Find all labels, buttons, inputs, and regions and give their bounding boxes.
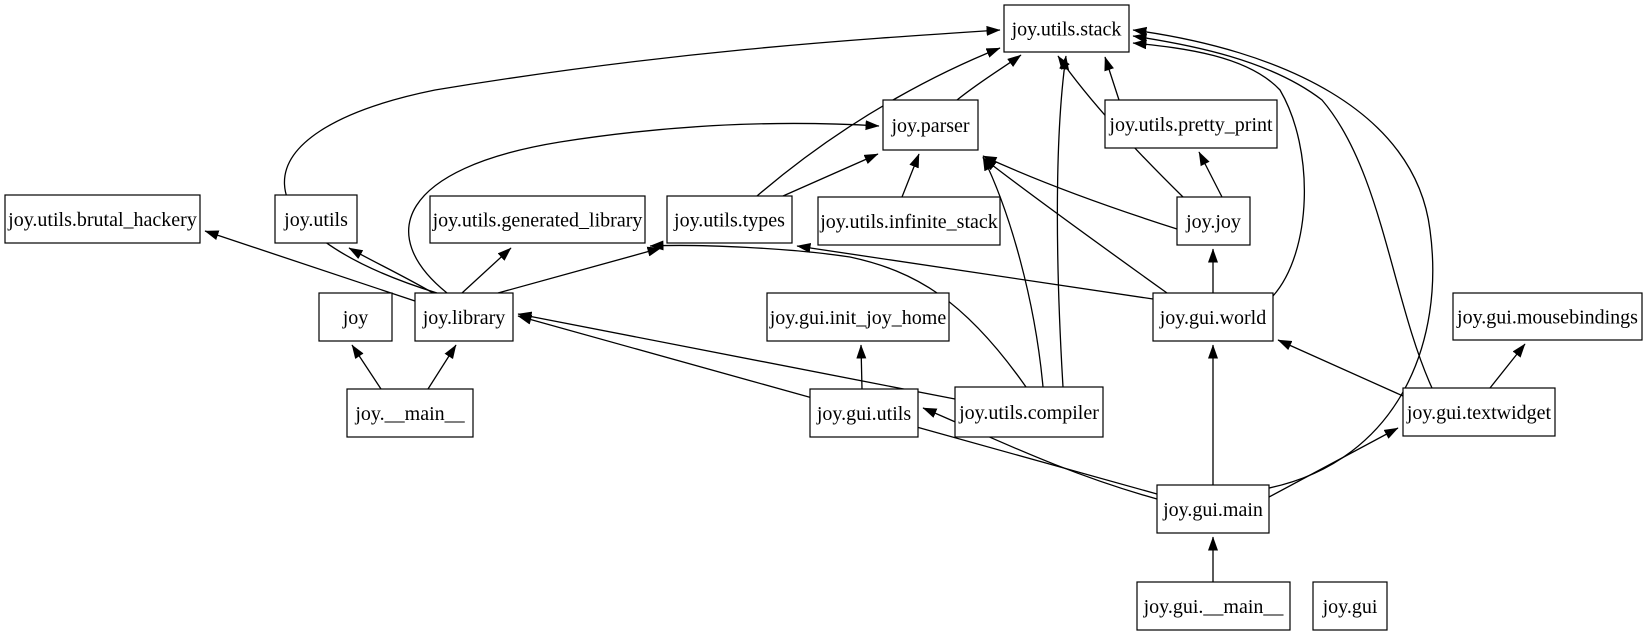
node-label-joy: joy — [342, 307, 369, 329]
node-joy-joy: joy.joy — [1176, 196, 1251, 246]
node-joy-gui-main-main: joy.gui.__main__ — [1136, 581, 1291, 631]
node-label-joy-utils: joy.utils — [283, 209, 348, 231]
node-box-joy-utils-generated-library — [429, 195, 646, 244]
node-label-joy-gui-world: joy.gui.world — [1159, 307, 1266, 329]
node-label-joy-parser: joy.parser — [890, 115, 969, 137]
edge-joy-gui-main-to-joy-gui-utils — [922, 407, 1158, 500]
edge-joy-main-to-joy — [351, 344, 382, 390]
node-box-joy-joy — [1176, 196, 1251, 246]
node-label-joy-utils-stack: joy.utils.stack — [1011, 19, 1122, 41]
edge-joy-library-to-joy-utils-generated-library — [461, 247, 512, 294]
node-label-joy-gui-main: joy.gui.main — [1162, 499, 1263, 521]
node-label-joy-utils-generated-library: joy.utils.generated_library — [432, 210, 643, 232]
node-joy-gui-main: joy.gui.main — [1156, 484, 1270, 534]
node-label-joy-gui-mousebindings: joy.gui.mousebindings — [1456, 307, 1638, 329]
edge-joy-utils-pretty-print-to-joy-utils-stack — [1104, 56, 1120, 101]
edge-joy-utils-compiler-to-joy-parser — [982, 156, 1044, 388]
node-box-joy-utils-types — [666, 195, 793, 244]
edge-joy-gui-world-to-joy-parser — [982, 157, 1168, 294]
node-joy-gui-utils: joy.gui.utils — [809, 388, 919, 438]
node-joy-gui: joy.gui — [1312, 581, 1388, 631]
edge-joy-utils-types-to-joy-parser — [782, 153, 879, 197]
edge-joy-library-to-joy-utils-types — [497, 246, 662, 294]
node-label-joy-utils-brutal-hackery: joy.utils.brutal_hackery — [7, 209, 197, 231]
node-label-joy-library: joy.library — [422, 307, 506, 329]
node-label-joy-utils-pretty-print: joy.utils.pretty_print — [1108, 114, 1273, 136]
node-joy-gui-world: joy.gui.world — [1152, 292, 1274, 342]
edge-joy-library-to-joy-utils — [348, 247, 434, 294]
edge-joy-main-to-joy-library — [427, 344, 457, 390]
edge-joy-gui-world-to-joy-utils-types — [796, 243, 1154, 300]
edge-joy-gui-textwidget-to-joy-gui-world — [1277, 339, 1404, 397]
edge-joy-gui-world-to-joy-utils-stack — [1132, 39, 1305, 297]
edge-joy-gui-textwidget-to-joy-gui-mousebindings — [1489, 343, 1526, 389]
node-box-joy-utils-stack — [1003, 4, 1130, 53]
node-box-joy-gui-world — [1152, 292, 1274, 342]
node-label-joy-utils-infinite-stack: joy.utils.infinite_stack — [819, 211, 998, 233]
node-box-joy — [318, 292, 393, 342]
node-box-joy-main — [346, 388, 474, 438]
node-label-joy-gui-init-joy-home: joy.gui.init_joy_home — [769, 307, 947, 329]
edge-joy-library-to-joy-utils-brutal-hackery — [204, 230, 416, 302]
node-label-joy-utils-types: joy.utils.types — [673, 210, 785, 232]
node-label-joy-gui-textwidget: joy.gui.textwidget — [1406, 402, 1552, 424]
node-joy-parser: joy.parser — [882, 99, 979, 151]
node-box-joy-utils-brutal-hackery — [4, 194, 201, 244]
node-joy-main: joy.__main__ — [346, 388, 474, 438]
node-joy-gui-textwidget: joy.gui.textwidget — [1402, 387, 1556, 437]
node-joy-utils-brutal-hackery: joy.utils.brutal_hackery — [4, 194, 201, 244]
node-joy-utils: joy.utils — [274, 194, 358, 244]
edge-joy-library-to-joy-parser — [408, 120, 880, 294]
node-joy-utils-generated-library: joy.utils.generated_library — [429, 195, 646, 244]
node-box-joy-gui-init-joy-home — [766, 292, 950, 342]
node-joy-utils-infinite-stack: joy.utils.infinite_stack — [817, 196, 1001, 246]
node-label-joy-gui: joy.gui — [1322, 596, 1378, 618]
node-label-joy-joy: joy.joy — [1185, 211, 1241, 233]
node-label-joy-main: joy.__main__ — [354, 403, 465, 425]
node-label-joy-gui-utils: joy.gui.utils — [816, 403, 911, 425]
edge-joy-joy-to-joy-parser — [982, 155, 1178, 230]
node-box-joy-gui — [1312, 581, 1388, 631]
node-box-joy-gui-textwidget — [1402, 387, 1556, 437]
node-joy-utils-types: joy.utils.types — [666, 195, 793, 244]
edge-joy-utils-compiler-to-joy-utils-generated-library — [649, 240, 1027, 388]
node-box-joy-utils-pretty-print — [1104, 99, 1278, 149]
edge-joy-utils-compiler-to-joy-library — [517, 311, 956, 400]
node-box-joy-utils-infinite-stack — [817, 196, 1001, 246]
edge-joy-utils-compiler-to-joy-utils-stack — [1056, 55, 1070, 388]
node-joy: joy — [318, 292, 393, 342]
node-joy-utils-compiler: joy.utils.compiler — [954, 386, 1104, 438]
node-box-joy-parser — [882, 99, 979, 151]
edge-joy-utils-infinite-stack-to-joy-parser — [901, 153, 920, 198]
edge-joy-gui-main-to-joy-gui-textwidget — [1268, 427, 1399, 498]
node-box-joy-gui-utils — [809, 388, 919, 438]
node-joy-gui-init-joy-home: joy.gui.init_joy_home — [766, 292, 950, 342]
edge-joy-gui-main-to-joy-utils-stack — [1132, 26, 1434, 489]
edge-joy-gui-textwidget-to-joy-utils-stack — [1132, 33, 1433, 389]
node-joy-utils-stack: joy.utils.stack — [1003, 4, 1130, 53]
edge-joy-utils-types-to-joy-utils-stack — [756, 47, 1001, 197]
node-label-joy-gui-main-main: joy.gui.__main__ — [1143, 596, 1285, 618]
node-box-joy-library — [414, 292, 514, 342]
node-joy-gui-mousebindings: joy.gui.mousebindings — [1452, 292, 1643, 341]
edge-joy-parser-to-joy-utils-stack — [956, 54, 1022, 101]
nodes-layer: joy.utils.stack joy.parser joy.utils.prett… — [4, 4, 1643, 631]
node-box-joy-gui-main — [1156, 484, 1270, 534]
node-joy-library: joy.library — [414, 292, 514, 342]
node-label-joy-utils-compiler: joy.utils.compiler — [958, 402, 1099, 424]
node-box-joy-gui-main-main — [1136, 581, 1291, 631]
edge-joy-joy-to-joy-utils-pretty-print — [1198, 151, 1223, 198]
node-box-joy-gui-mousebindings — [1452, 292, 1643, 341]
edge-joy-gui-utils-to-joy-gui-init-joy-home — [856, 344, 867, 390]
node-box-joy-utils-compiler — [954, 386, 1104, 438]
node-box-joy-utils — [274, 194, 358, 244]
node-joy-utils-pretty-print: joy.utils.pretty_print — [1104, 99, 1278, 149]
